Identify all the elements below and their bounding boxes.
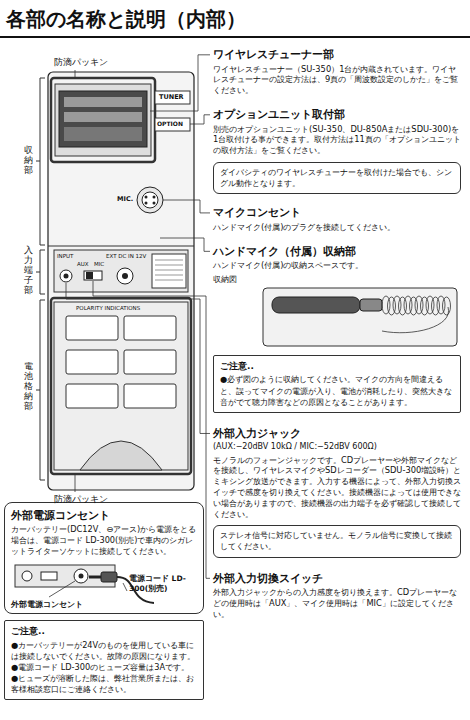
battery-bay bbox=[54, 302, 188, 470]
box-text: ●ヒューズが溶断した際は、弊社営業所または、お客様相談窓口にご連絡ください。 bbox=[11, 673, 197, 695]
callout-text: ハンドマイク(付属)の収納スペースです。 bbox=[213, 260, 463, 271]
leader-line bbox=[75, 70, 76, 79]
callout-text: モノラルのフォーンジャックです。CDプレーヤーや外部マイクなどを接続し、ワイヤレ… bbox=[213, 455, 463, 520]
part-label: 電源コード LD-300(別売) bbox=[129, 574, 201, 594]
packing bbox=[51, 298, 191, 474]
dc-socket bbox=[74, 569, 88, 583]
title-rule bbox=[0, 36, 470, 38]
caution-box: ご注意.. ●カーバッテリーが24Vのものを使用している車には接続しないでください… bbox=[4, 620, 204, 699]
leader-line bbox=[190, 115, 210, 124]
leader-line bbox=[150, 55, 210, 111]
tuner-slot bbox=[64, 97, 142, 107]
part-label: 電池格納部 bbox=[24, 362, 33, 411]
part-marking: POLARITY INDICATIONS bbox=[76, 305, 140, 312]
plug-tip bbox=[89, 576, 101, 579]
power-cord bbox=[117, 577, 154, 603]
box-text: カーバッテリー(DC12V、⊖アース)から電源をとる場合は、電源コード LD-3… bbox=[11, 524, 197, 557]
tuner-slot bbox=[64, 127, 142, 141]
callout-heading: 外部入力ジャック bbox=[213, 427, 463, 441]
box-text: ステレオ信号に対応していません。モノラル信号に変換して接続してください。 bbox=[220, 530, 454, 552]
callout-text: (AUX:−20dBV 10kΩ / MIC:−52dBV 600Ω) bbox=[213, 442, 463, 452]
part-label: 入力端子部 bbox=[24, 246, 33, 295]
callout-heading: オプションユニット取付部 bbox=[213, 108, 463, 122]
leader-line bbox=[75, 474, 76, 492]
box-text: ●電源コード LD-300のヒューズ容量は3Aです。 bbox=[11, 662, 197, 673]
storage-figure bbox=[262, 287, 458, 347]
tuner-button bbox=[155, 91, 190, 104]
part-marking: MIC. bbox=[117, 195, 133, 203]
callout-text: 外部入力ジャックからの入力感度を切り換えます。CDプレーヤーなどの使用時は「AU… bbox=[213, 587, 463, 619]
input-panel bbox=[54, 250, 188, 292]
note-box: ステレオ信号に対応していません。モノラル信号に変換して接続してください。 bbox=[213, 525, 461, 557]
part-label: 防滴パッキン bbox=[54, 494, 108, 506]
tuner-unit bbox=[59, 91, 147, 147]
page-title: 各部の名称と説明（内部） bbox=[6, 6, 246, 32]
box-text: ●カーバッテリーが24Vのものを使用している車には接続しないでください。故障の原… bbox=[11, 640, 197, 662]
housing bbox=[48, 72, 194, 490]
mic-head bbox=[360, 299, 382, 311]
part-marking: AUX bbox=[77, 261, 89, 268]
part-label: 外部電源コンセント bbox=[11, 600, 83, 610]
input-jack bbox=[60, 270, 72, 282]
box-text: ●必ず図のように収納してください。マイクの方向を間違えると、誤ってマイクの電源が… bbox=[220, 374, 454, 407]
input-panel bbox=[15, 565, 115, 587]
part-marking: INPUT bbox=[57, 253, 73, 260]
callout-heading: 外部入力切換スイッチ bbox=[213, 572, 463, 586]
input-switch bbox=[84, 271, 102, 280]
packing bbox=[51, 78, 155, 162]
spec-plate bbox=[152, 254, 186, 288]
dc-plug bbox=[101, 572, 117, 582]
hand-mic bbox=[272, 297, 360, 313]
callout-heading: ワイヤレスチューナー部 bbox=[213, 48, 463, 62]
part-marking: EXT DC IN 12V bbox=[106, 253, 146, 260]
input-jack bbox=[22, 571, 32, 581]
box-text: ダイバシティのワイヤレスチューナーを取付けた場合でも、シングル動作となります。 bbox=[220, 167, 454, 189]
bracket bbox=[36, 250, 45, 294]
mic-socket bbox=[137, 187, 163, 213]
bracket bbox=[36, 78, 45, 245]
section-brackets bbox=[36, 78, 45, 480]
bracket bbox=[36, 300, 45, 480]
dc-socket bbox=[117, 268, 133, 284]
leader-line bbox=[49, 581, 75, 597]
part-marking: OPTION bbox=[157, 120, 183, 128]
box-heading: ご注意.. bbox=[11, 625, 197, 637]
part-marking: MIC bbox=[94, 261, 104, 268]
callout-text: ワイヤレスチューナー（SU-350）1台が内蔵されています。ワイヤレスチューナー… bbox=[213, 64, 463, 96]
note-box: 外部電源コンセントカーバッテリー(DC12V、⊖アース)から電源をとる場合は、電… bbox=[4, 502, 204, 614]
coiled-cord bbox=[382, 296, 451, 333]
cord bbox=[382, 307, 449, 333]
leader-line bbox=[163, 200, 210, 213]
option-button bbox=[155, 118, 190, 131]
box-heading: 外部電源コンセント bbox=[11, 508, 197, 522]
callout-heading: ハンドマイク（付属）収納部 bbox=[213, 245, 463, 259]
batteries bbox=[66, 316, 176, 408]
battery-latch bbox=[80, 441, 162, 470]
storage-bay bbox=[263, 288, 457, 346]
callout-text: 別売のオプションユニット(SU-350、DU-850AまたはSDU-300)を1… bbox=[213, 124, 463, 156]
callout-text: 収納図 bbox=[213, 275, 463, 285]
leader-lines-static bbox=[75, 70, 76, 492]
part-label: 防滴パッキン bbox=[54, 57, 108, 69]
note-box: ダイバシティのワイヤレスチューナーを取付けた場合でも、シングル動作となります。 bbox=[213, 162, 461, 194]
tuner-slot bbox=[64, 112, 142, 122]
callout-text: ハンドマイク(付属)のプラグを接続してください。 bbox=[213, 222, 463, 233]
input-switch bbox=[41, 572, 57, 580]
divider bbox=[48, 246, 194, 247]
leader-line bbox=[123, 583, 127, 591]
mic-socket bbox=[142, 192, 158, 208]
caution-box: ご注意.. ●必ず図のように収納してください。マイクの方向を間違えると、誤ってマイ… bbox=[213, 355, 461, 412]
part-marking: TUNER bbox=[159, 93, 184, 101]
leader-line bbox=[66, 283, 210, 433]
amplifier-body bbox=[48, 72, 194, 490]
tuner-bay bbox=[55, 84, 151, 156]
leader-line bbox=[160, 238, 210, 251]
part-label: 収納部 bbox=[24, 146, 33, 176]
callout-heading: マイクコンセント bbox=[213, 206, 463, 220]
cord-coil bbox=[443, 297, 451, 315]
plate-lines bbox=[155, 260, 183, 280]
box-heading: ご注意.. bbox=[220, 360, 454, 372]
